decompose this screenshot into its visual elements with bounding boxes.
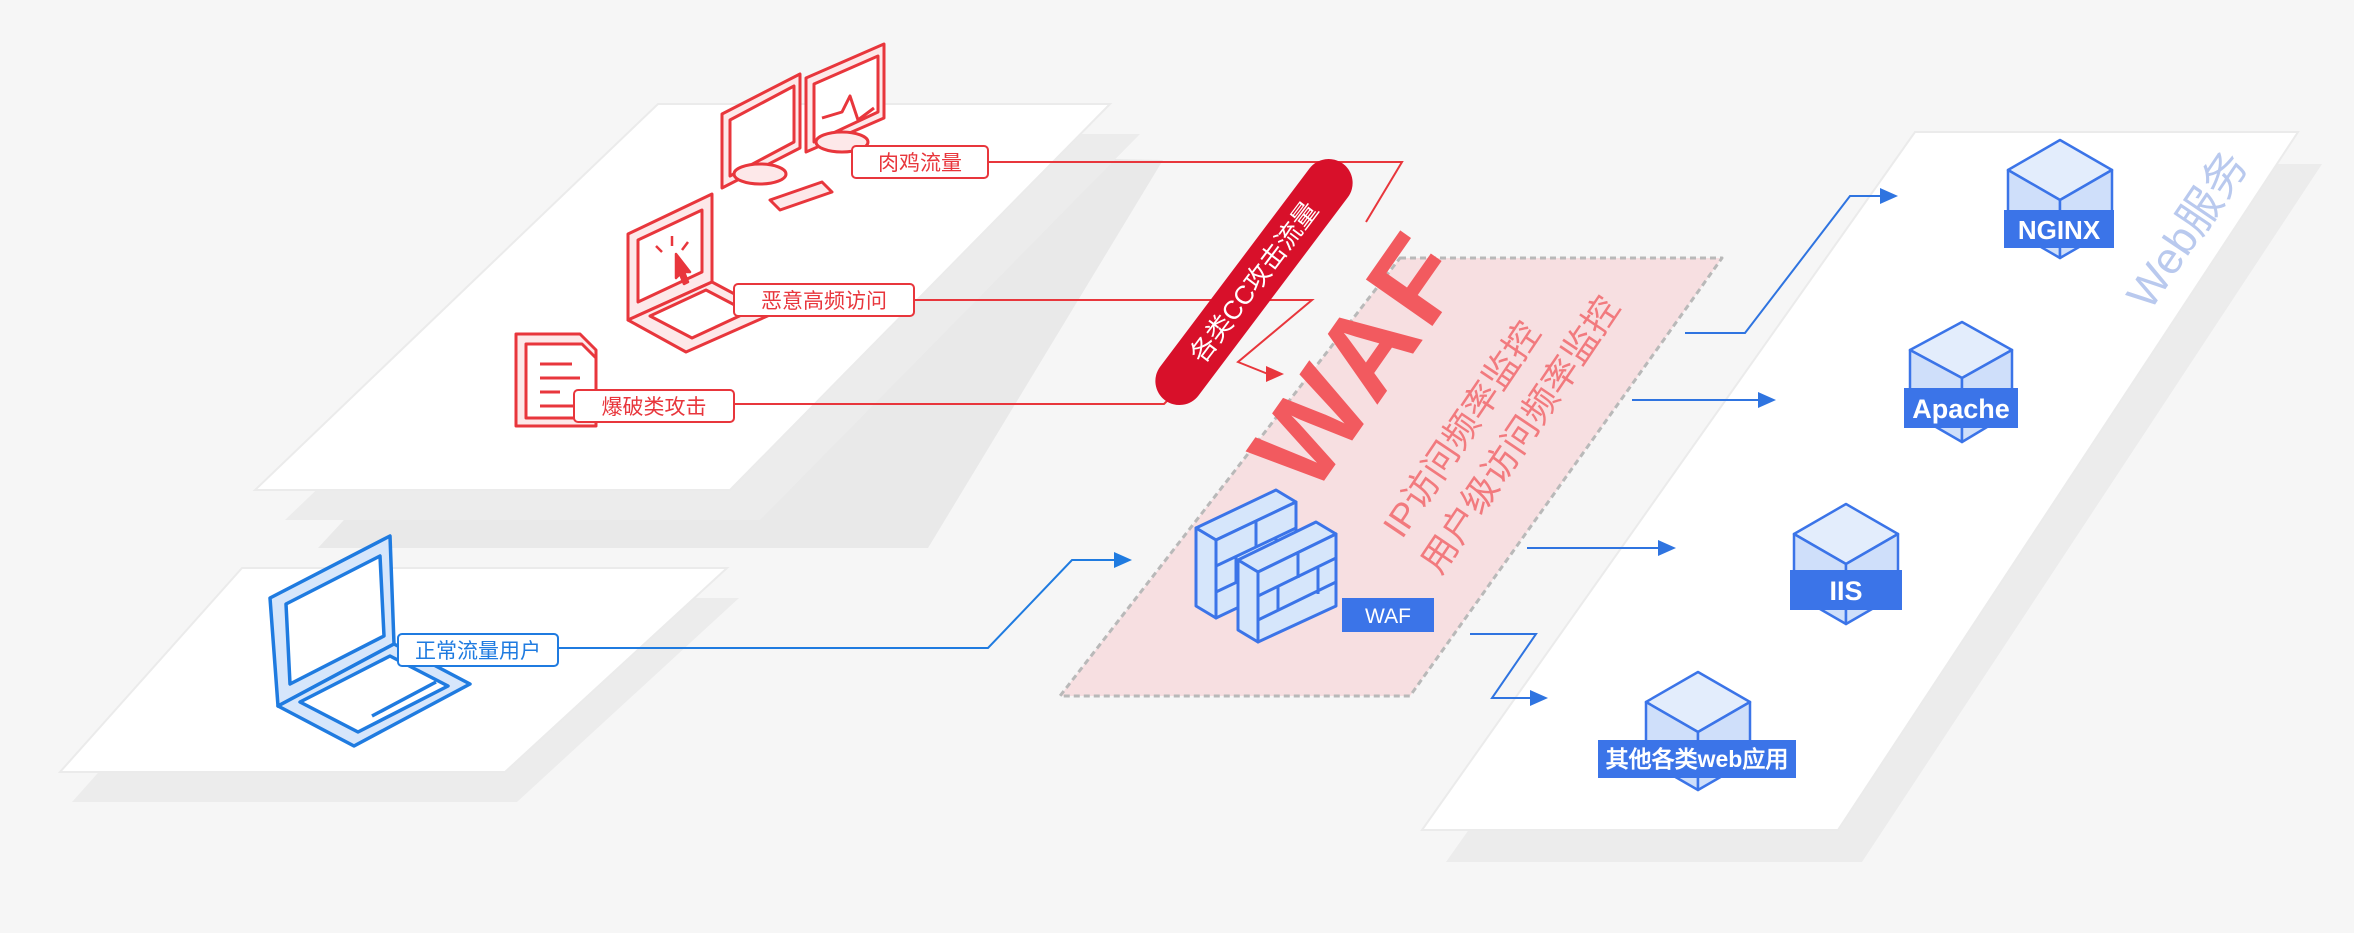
high-freq-label-text: 恶意高频访问 [761,290,887,313]
server-nginx: NGINX [2004,210,2114,248]
normal-user-label: 正常流量用户 [397,633,559,667]
brute-force-label-text: 爆破类攻击 [602,396,707,419]
normal-user-label-text: 正常流量用户 [415,640,541,663]
firewall-icon [1194,488,1338,644]
botnet-label: 肉鸡流量 [851,145,989,179]
web-service-platform [1420,131,2322,862]
normal-arrow-head [1114,552,1132,568]
high-freq-label: 恶意高频访问 [733,283,915,317]
server-other-label: 其他各类web应用 [1606,746,1789,772]
waf-badge: WAF [1342,598,1434,632]
normal-flow-line [558,559,1116,649]
server-other: 其他各类web应用 [1598,740,1796,778]
attack-source-platform [252,103,1163,548]
brute-force-label: 爆破类攻击 [573,389,735,423]
server-arrow-heads [1530,188,1898,706]
waf-badge-text: WAF [1365,605,1411,628]
server-iis: IIS [1790,570,1902,610]
attack-arrow-head [1266,366,1284,382]
laptop-icon [268,534,472,748]
server-iis-label: IIS [1829,576,1862,606]
server-apache-label: Apache [1912,394,2010,424]
botnet-label-text: 肉鸡流量 [878,152,962,175]
server-apache: Apache [1904,388,2018,428]
server-nginx-label: NGINX [2018,215,2101,245]
laptop-click-icon [626,192,774,354]
server-flow-lines [1470,195,1880,699]
